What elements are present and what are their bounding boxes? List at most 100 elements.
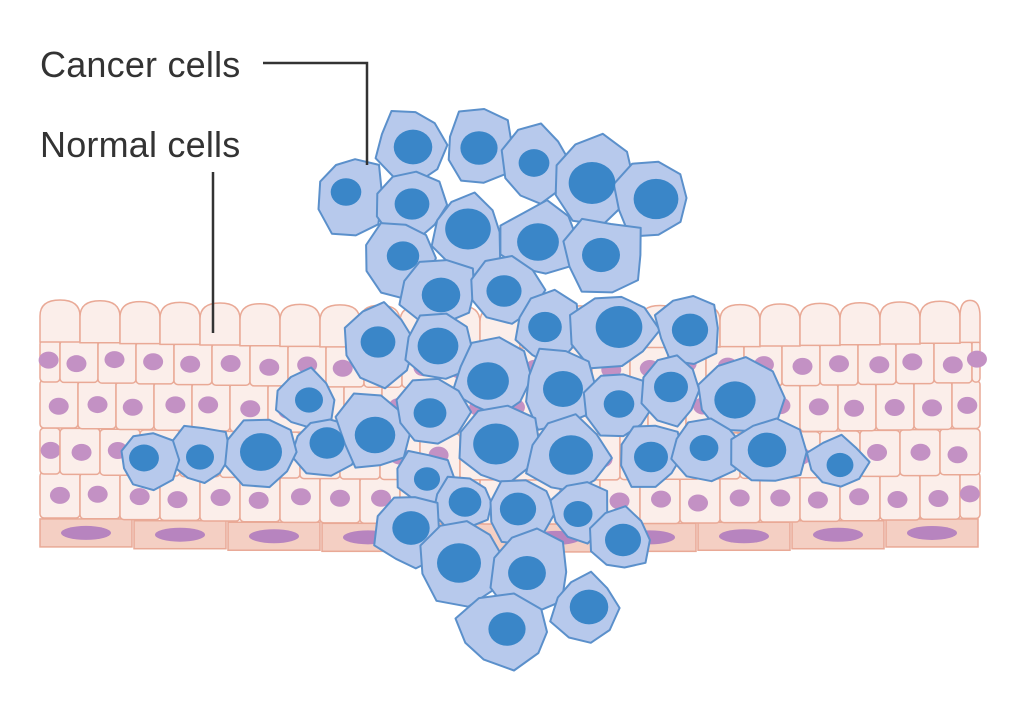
cancer-cell-nucleus <box>129 444 159 472</box>
cancer-cell-nucleus <box>569 589 609 625</box>
normal-cell-nucleus <box>71 443 92 461</box>
normal-cell-nucleus <box>165 396 186 414</box>
normal-cell-nucleus <box>792 357 813 375</box>
columnar-cell <box>799 302 841 347</box>
cancer-cell-nucleus <box>394 188 430 220</box>
cancer-cell-nucleus <box>393 129 433 165</box>
cancer-cell-nucleus <box>240 433 282 471</box>
normal-cell-nucleus <box>808 398 829 416</box>
cancer-cell-nucleus <box>186 444 214 470</box>
cancer-cell-nucleus <box>605 523 641 557</box>
columnar-cell <box>39 299 81 343</box>
cancer-cell-nucleus <box>689 435 719 461</box>
normal-cell-nucleus <box>884 398 905 416</box>
normal-cell-nucleus <box>259 358 280 376</box>
cancer-cell-nucleus <box>528 311 562 343</box>
cancer-cell-nucleus <box>460 131 498 165</box>
cancer-mass <box>120 108 871 672</box>
cancer-cell-nucleus <box>486 275 522 307</box>
cancer-cell-nucleus <box>448 487 482 517</box>
normal-cell-nucleus <box>959 485 980 503</box>
cancer-cell-nucleus <box>467 362 509 400</box>
cancer-cell-nucleus <box>354 416 396 454</box>
cancer-cell-nucleus <box>392 511 430 545</box>
basal-cell-nucleus <box>155 527 205 542</box>
normal-cell-nucleus <box>122 398 143 416</box>
cancer-cell-nucleus <box>582 237 620 273</box>
columnar-cell <box>119 300 161 345</box>
cancer-cell-nucleus <box>549 435 593 475</box>
normal-cell-nucleus <box>770 489 791 507</box>
normal-cell-nucleus <box>198 396 219 414</box>
cancer-cell-nucleus <box>360 326 396 358</box>
normal-cell-nucleus <box>942 356 963 374</box>
cancer-cell-nucleus <box>473 423 519 465</box>
cancer-cell-nucleus <box>518 149 550 177</box>
normal-cell-nucleus <box>887 491 908 509</box>
normal-cell-nucleus <box>104 351 125 369</box>
cancer-cell-nucleus <box>421 277 461 313</box>
cancer-leader-line <box>263 61 369 165</box>
basal-cell-nucleus <box>719 529 769 544</box>
normal-cell-nucleus <box>867 444 888 462</box>
cancer-cell-nucleus <box>309 427 345 459</box>
normal-cell-nucleus <box>49 486 70 504</box>
normal-cell-nucleus <box>332 359 353 377</box>
basal-cell-nucleus <box>813 527 863 542</box>
cancer-cell-nucleus <box>517 223 559 261</box>
cancer-cell-nucleus <box>330 178 362 206</box>
basal-cell-nucleus <box>61 525 111 540</box>
cancer-cell-nucleus <box>386 241 420 271</box>
normal-cell-nucleus <box>371 489 392 507</box>
normal-cell-nucleus <box>910 443 931 461</box>
cancer-cell-nucleus <box>654 371 688 403</box>
normal-cell-nucleus <box>248 491 269 509</box>
normal-cell-nucleus <box>87 485 108 503</box>
columnar-cell <box>719 303 761 348</box>
normal-cell-nucleus <box>290 488 311 506</box>
normal-cell-nucleus <box>957 396 978 414</box>
cancer-cell-nucleus <box>714 381 756 419</box>
normal-cell-nucleus <box>38 351 59 369</box>
columnar-cell <box>239 302 281 347</box>
normal-cell-nucleus <box>129 488 150 506</box>
normal-cell-nucleus <box>87 396 108 414</box>
cancer-cell-nucleus <box>595 306 643 348</box>
normal-cell-nucleus <box>869 356 890 374</box>
cancer-cell-nucleus <box>445 208 491 250</box>
cancer-cell-nucleus <box>295 387 323 413</box>
normal-cell-nucleus <box>729 489 750 507</box>
cancer-cell-nucleus <box>413 467 441 491</box>
normal-cell-nucleus <box>849 488 870 506</box>
columnar-cell <box>919 300 961 344</box>
normal-cell-nucleus <box>180 355 201 373</box>
cancer-cell-nucleus <box>488 612 526 646</box>
cancer-cell-nucleus <box>634 441 668 473</box>
cancer-cell-nucleus <box>437 543 481 583</box>
normal-cell-nucleus <box>928 489 949 507</box>
normal-cell-nucleus <box>329 489 350 507</box>
normal-cell-nucleus <box>210 489 231 507</box>
normal-cell-nucleus <box>40 441 61 459</box>
columnar-cell <box>279 303 321 348</box>
normal-cells-label: Normal cells <box>40 124 241 165</box>
normal-cell-nucleus <box>167 491 188 509</box>
cancer-cell-nucleus <box>633 178 679 220</box>
normal-cell-nucleus <box>807 491 828 509</box>
columnar-cell <box>199 302 241 346</box>
columnar-cell <box>959 299 981 344</box>
normal-cell-nucleus <box>966 350 987 368</box>
normal-cell-nucleus <box>902 353 923 371</box>
normal-cell-nucleus <box>688 494 709 512</box>
normal-cell-nucleus <box>922 399 943 417</box>
cancer-cell-nucleus <box>568 162 616 204</box>
leader-lines <box>211 61 369 333</box>
cancer-cell-nucleus <box>508 555 546 591</box>
cancer-cell-nucleus <box>671 313 709 347</box>
normal-cell-nucleus <box>844 399 865 417</box>
normal-cell-nucleus <box>651 490 672 508</box>
cancer-cell-nucleus <box>417 327 459 365</box>
normal-cell-nucleus <box>66 355 87 373</box>
columnar-cell <box>79 300 121 344</box>
